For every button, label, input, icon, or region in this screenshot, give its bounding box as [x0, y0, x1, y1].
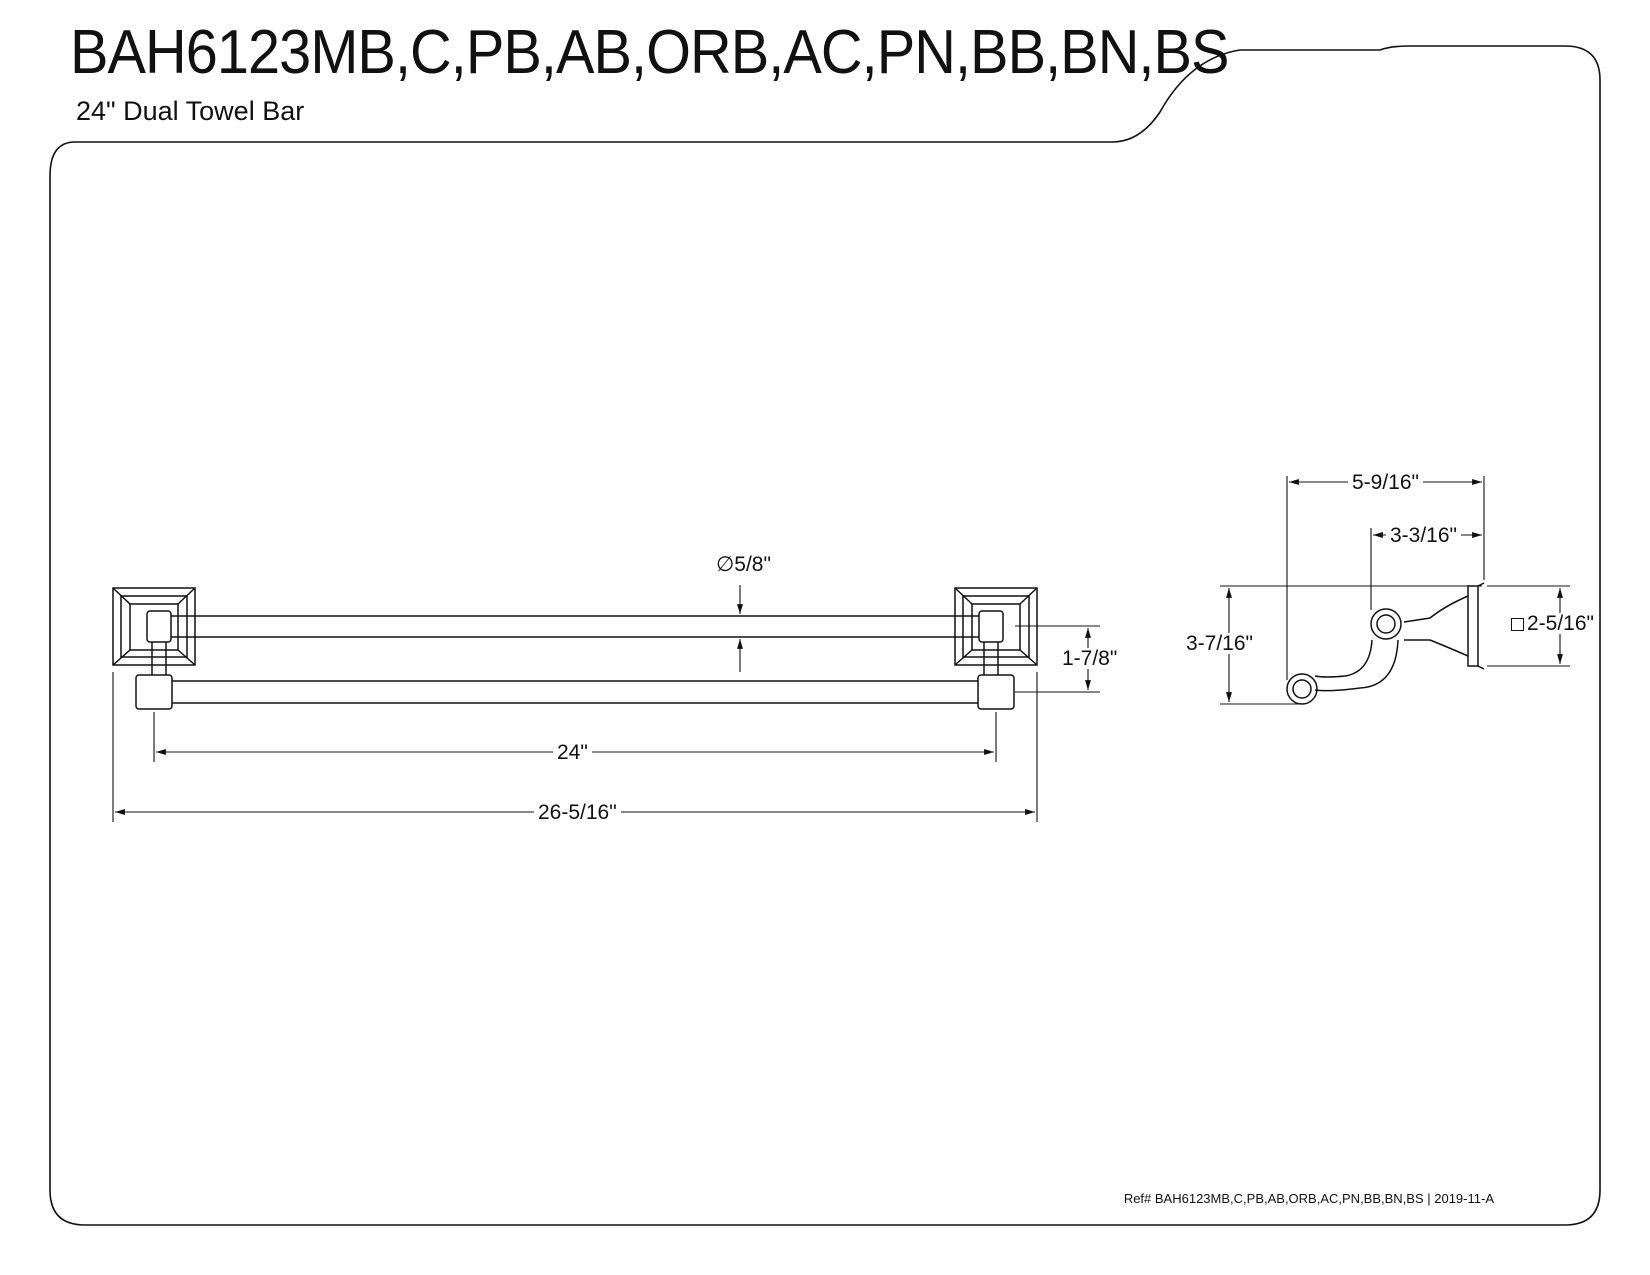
- dim-height: 3-7/16": [1182, 633, 1257, 654]
- dim-flange-size: 2-5/16": [1507, 613, 1598, 634]
- side-dimensions: [1220, 476, 1570, 705]
- dim-projection: 5-9/16": [1348, 472, 1423, 493]
- front-view: [112, 587, 1038, 710]
- square-icon: [1511, 618, 1524, 631]
- reference-note: Ref# BAH6123MB,C,PB,AB,ORB,AC,PN,BB,BN,B…: [1123, 1191, 1494, 1206]
- upper-bar: [164, 615, 986, 638]
- side-view: [1286, 582, 1485, 705]
- upper-bar-end: [1370, 608, 1402, 640]
- lower-bar-end: [1286, 673, 1318, 705]
- page-subtitle: 24" Dual Towel Bar: [76, 96, 305, 126]
- lower-bar: [159, 680, 989, 704]
- dim-bar-spacing: 1-7/8": [1058, 648, 1122, 669]
- page-title: BAH6123MB,C,PB,AB,ORB,AC,PN,BB,BN,BS: [70, 18, 1230, 87]
- dim-bar-length: 24": [553, 742, 592, 763]
- dim-upper-bar-projection: 3-3/16": [1386, 525, 1461, 546]
- dim-overall-length: 26-5/16": [534, 802, 621, 823]
- dim-bar-diameter: ∅5/8": [712, 554, 775, 575]
- left-mount: [112, 587, 196, 666]
- dim-flange-size-text: 2-5/16": [1527, 612, 1594, 635]
- sheet-border: [49, 45, 1601, 1226]
